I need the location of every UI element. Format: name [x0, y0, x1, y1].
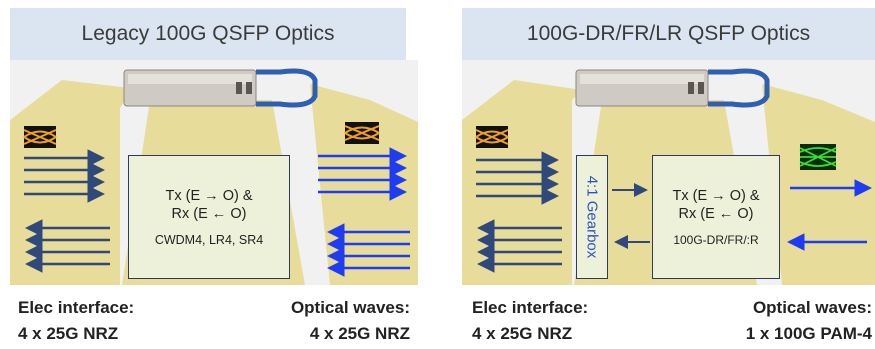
electrical-rx-arrows: [25, 219, 110, 273]
elec-interface-label: Elec interface: 4 x 25G NRZ: [472, 298, 588, 344]
legacy-qsfp-panel: Legacy 100G QSFP Optics: [10, 0, 418, 349]
electrical-tx-arrows: [476, 151, 559, 205]
optical-value: 4 x 25G NRZ: [309, 324, 410, 343]
elec-interface-label: Elec interface: 4 x 25G NRZ: [18, 298, 134, 344]
tx-text: Tx (E → O) &: [672, 188, 760, 204]
optics-types: CWDM4, LR4, SR4: [154, 233, 264, 247]
nrz-eye-diagram: [475, 126, 509, 148]
qsfp-module-image: [123, 68, 318, 108]
tx-text: Tx (E → O) &: [165, 188, 253, 204]
rx-text: Rx (E ← O): [678, 206, 754, 222]
rx-text: Rx (E ← O): [171, 206, 247, 222]
elec-heading: Elec interface:: [472, 298, 589, 317]
panel-title: 100G-DR/FR/LR QSFP Optics: [462, 8, 875, 60]
qsfp-module-image: [575, 68, 770, 108]
transceiver-block: Tx (E → O) & Rx (E ← O) 100G-DR/FR/:R: [652, 155, 780, 279]
optical-tx-arrows: [318, 147, 407, 201]
dr-fr-lr-qsfp-panel: 100G-DR/FR/LR QSFP Optics: [462, 0, 875, 349]
elec-value: 4 x 25G NRZ: [472, 324, 573, 343]
gearbox-block: 4:1 Gearbox: [576, 155, 608, 279]
optical-heading: Optical waves:: [752, 298, 872, 317]
optical-waves-label: Optical waves: 1 x 100G PAM-4: [702, 298, 872, 344]
elec-value: 4 x 25G NRZ: [18, 324, 119, 343]
optical-waves-label: Optical waves: 4 x 25G NRZ: [260, 298, 410, 344]
elec-heading: Elec interface:: [18, 298, 135, 317]
electrical-tx-arrows: [24, 149, 105, 203]
nrz-eye-diagram: [344, 122, 380, 144]
optical-heading: Optical waves:: [290, 298, 410, 317]
panel-title: Legacy 100G QSFP Optics: [10, 8, 406, 60]
gearbox-label: 4:1 Gearbox: [583, 175, 601, 259]
beam-left: [462, 80, 582, 285]
pam4-eye-diagram: [799, 144, 837, 170]
nrz-eye-diagram: [23, 126, 57, 148]
optics-types: 100G-DR/FR/:R: [673, 233, 759, 247]
electrical-rx-arrows: [477, 219, 562, 273]
optical-rx-arrows: [327, 223, 410, 277]
optical-value: 1 x 100G PAM-4: [745, 324, 872, 343]
transceiver-block: Tx (E → O) & Rx (E ← O) CWDM4, LR4, SR4: [128, 155, 290, 279]
